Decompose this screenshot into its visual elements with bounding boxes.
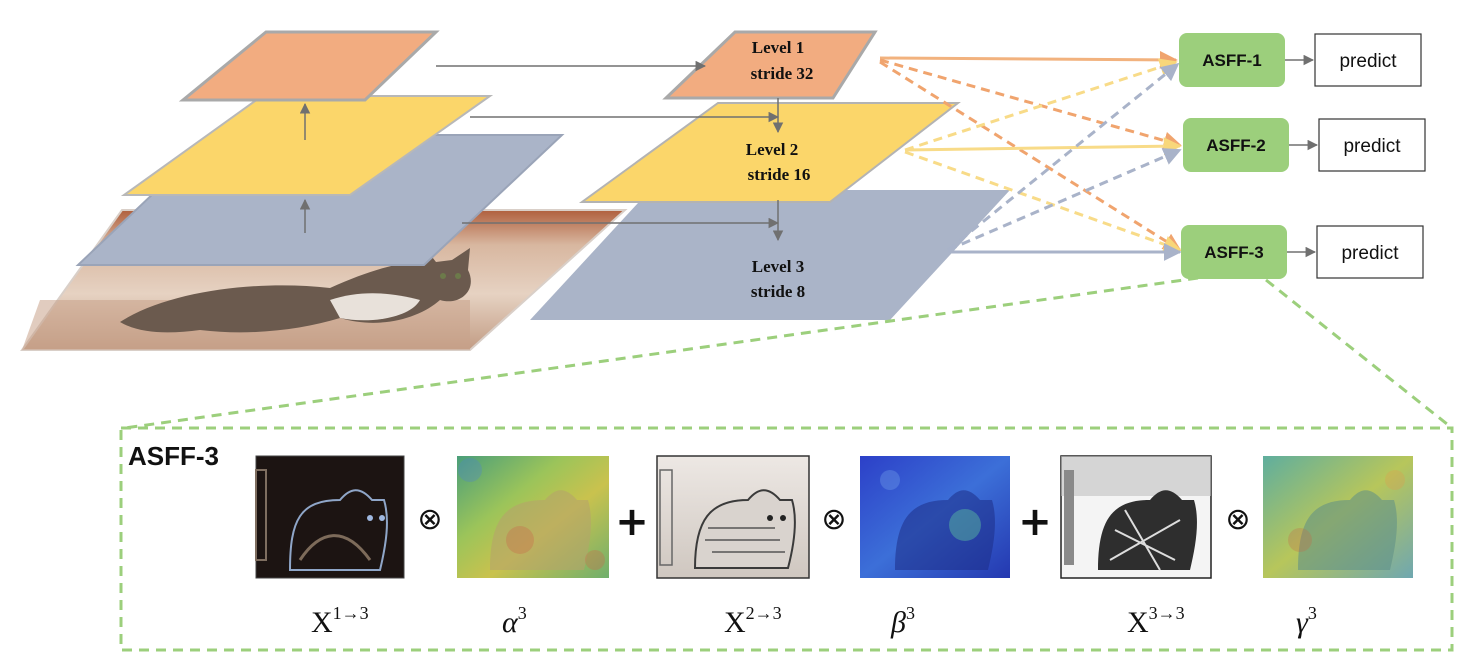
label-gamma3-sup: 3 <box>1308 603 1317 623</box>
conn-l3-asff2 <box>947 148 1182 252</box>
label-gamma3: γ3 <box>1296 603 1317 639</box>
feature-map-x13 <box>255 455 405 579</box>
conn-l2-asff3 <box>904 150 1182 254</box>
feature-map-x33 <box>1060 455 1212 579</box>
callout-line-right <box>1265 278 1453 430</box>
label-x23-base: X <box>724 606 746 639</box>
backbone-pyramid <box>20 30 628 351</box>
label-x13-base: X <box>311 606 333 639</box>
conn-l2-asff2 <box>904 137 1182 156</box>
label-x13: X1→3 <box>311 603 369 639</box>
feature-map-x23 <box>656 455 810 579</box>
times-icon-1: ⊗ <box>417 502 442 537</box>
asff1-node <box>1179 33 1285 87</box>
predict-label-1: predict <box>1339 51 1397 72</box>
label-x33: X3→3 <box>1127 603 1185 639</box>
weight-map-gamma <box>1263 456 1413 578</box>
callout-line-left <box>124 276 1199 430</box>
conn-l1-asff2 <box>879 58 1182 150</box>
predict-label-3: predict <box>1341 243 1399 264</box>
level1-title: Level 1 <box>752 38 804 57</box>
level1-plane <box>662 30 878 100</box>
plus-icon-2: + <box>1018 499 1052 545</box>
label-alpha3-sup: 3 <box>518 603 527 623</box>
asff2-node <box>1183 118 1289 172</box>
predict-box-2 <box>1318 118 1426 172</box>
fusion-connections <box>879 50 1182 261</box>
asff3-label: ASFF-3 <box>1204 243 1264 262</box>
label-beta3-sup: 3 <box>906 603 915 623</box>
asff1-label: ASFF-1 <box>1202 51 1262 70</box>
label-gamma3-base: γ <box>1296 606 1309 639</box>
times-icon-3: ⊗ <box>1225 502 1250 537</box>
level2-stride: stride 16 <box>748 165 811 184</box>
level2-plane <box>578 102 961 203</box>
weight-map-alpha <box>457 456 609 578</box>
conn-l2-asff1 <box>904 58 1178 152</box>
label-x23-sup: 2→3 <box>746 603 782 623</box>
asff3-node <box>1181 225 1287 279</box>
weight-map-beta <box>860 456 1010 578</box>
fpn-levels: Level 1 stride 32 Level 2 stride 16 Leve… <box>436 30 1010 320</box>
conn-l3-asff1 <box>947 62 1180 252</box>
label-alpha3: α3 <box>502 603 527 639</box>
zoom-callout <box>119 276 1454 652</box>
label-beta3: β3 <box>890 603 915 639</box>
detail-title: ASFF-3 <box>128 441 219 471</box>
label-beta3-base: β <box>890 606 906 639</box>
backbone-level2-plane <box>120 95 494 196</box>
level1-stride: stride 32 <box>751 64 814 83</box>
predict-label-2: predict <box>1343 136 1401 157</box>
asff-column: ASFF-1 ASFF-2 ASFF-3 predict predict pre… <box>1179 33 1426 279</box>
label-x33-base: X <box>1127 606 1149 639</box>
label-x13-sup: 1→3 <box>333 603 369 623</box>
asff3-detail-panel <box>119 426 1454 652</box>
label-x33-sup: 3→3 <box>1149 603 1185 623</box>
level3-stride: stride 8 <box>751 282 805 301</box>
conn-l1-asff1 <box>879 50 1178 69</box>
level3-title: Level 3 <box>752 257 804 276</box>
label-alpha3-base: α <box>502 606 519 639</box>
asff2-label: ASFF-2 <box>1206 136 1266 155</box>
backbone-level1-plane <box>178 30 440 102</box>
times-icon-2: ⊗ <box>821 502 846 537</box>
level2-title: Level 2 <box>746 140 798 159</box>
label-x23: X2→3 <box>724 603 782 639</box>
predict-box-3 <box>1316 225 1424 279</box>
plus-icon-1: + <box>615 499 649 545</box>
predict-box-1 <box>1314 33 1422 87</box>
asff3-detail: ASFF-3 ⊗ + ⊗ <box>128 441 1413 639</box>
